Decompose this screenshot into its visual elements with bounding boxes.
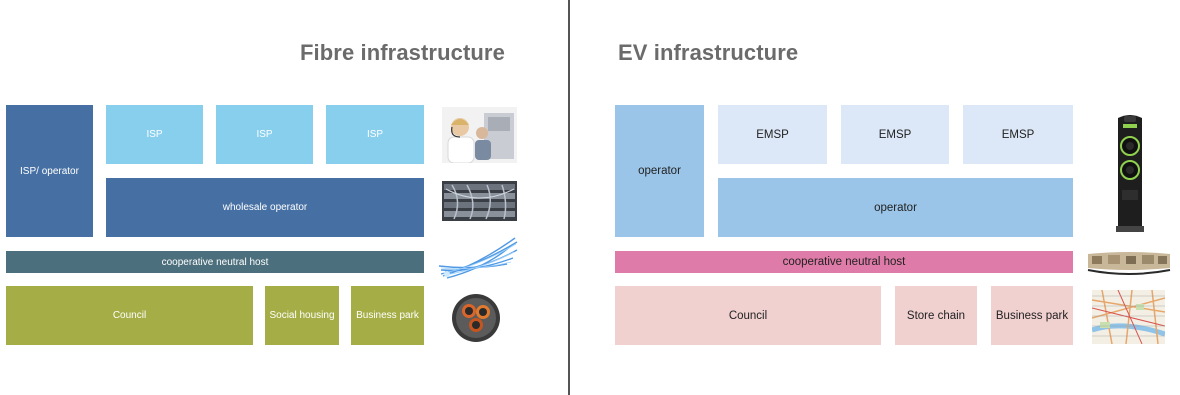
store-chain-box: Store chain <box>895 286 977 345</box>
emsp-box-2: EMSP <box>841 105 949 164</box>
ev-council-box: Council <box>615 286 881 345</box>
street-panorama-photo <box>1086 248 1172 278</box>
fibre-council-box: Council <box>6 286 253 345</box>
social-housing-box: Social housing <box>265 286 339 345</box>
ev-operator-main-box: operator <box>718 178 1073 237</box>
fibre-optic-strands-photo <box>437 236 519 280</box>
fibre-title: Fibre infrastructure <box>300 40 505 65</box>
street-map-photo <box>1092 290 1165 344</box>
call-center-photo <box>442 107 517 163</box>
fibre-business-park-box: Business park <box>351 286 424 345</box>
isp-box-2: ISP <box>216 105 313 164</box>
wholesale-operator-box: wholesale operator <box>106 178 424 237</box>
ev-charger-photo <box>1112 110 1148 234</box>
emsp-box-1: EMSP <box>718 105 827 164</box>
panel-divider <box>568 0 570 395</box>
isp-operator-box: ISP/ operator <box>6 105 93 237</box>
ev-neutral-host-bar: cooperative neutral host <box>615 251 1073 273</box>
ev-title: EV infrastructure <box>618 40 799 65</box>
ev-business-park-box: Business park <box>991 286 1073 345</box>
ev-operator-left-box: operator <box>615 105 704 237</box>
isp-box-1: ISP <box>106 105 203 164</box>
fibre-neutral-host-bar: cooperative neutral host <box>6 251 424 273</box>
fibre-duct-cross-section-photo <box>450 292 502 344</box>
isp-box-3: ISP <box>326 105 424 164</box>
emsp-box-3: EMSP <box>963 105 1073 164</box>
server-rack-photo <box>442 181 517 221</box>
